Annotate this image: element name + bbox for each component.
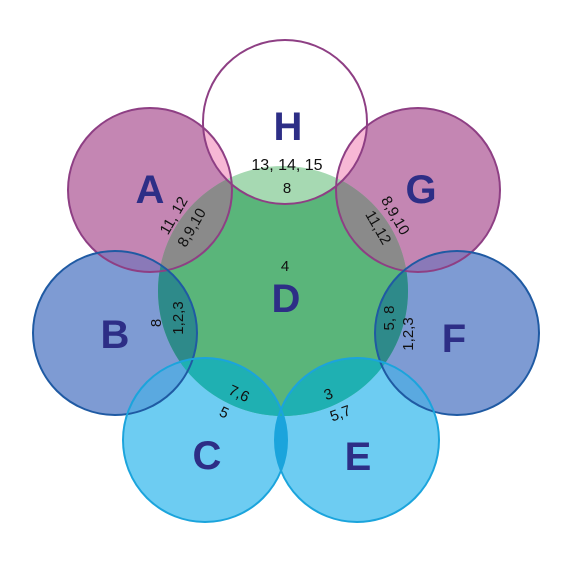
label-c: C [193, 434, 222, 478]
circle-h-fill [203, 40, 367, 204]
overlap-a-d [158, 166, 232, 272]
label-e-outer: 5,7 [328, 402, 353, 425]
label-f-inner: 5, 8 [381, 305, 398, 330]
circle-h-outline [202, 39, 368, 205]
label-h: H [274, 105, 303, 149]
label-h-d: 8 [283, 180, 291, 197]
overlap-g-d [336, 166, 408, 272]
circle-c-outline [122, 357, 288, 523]
label-b-outer: 8 [148, 319, 165, 327]
circle-g-outline [335, 107, 501, 273]
circle-f-fill [375, 251, 539, 415]
circle-outlines [32, 39, 540, 523]
circle-labels: H A G D B F C E [101, 105, 467, 479]
label-d-center: 4 [281, 258, 289, 275]
label-f: F [442, 317, 466, 361]
circle-e-outline [274, 357, 440, 523]
circle-a-outline [67, 107, 233, 273]
circle-b-outline [32, 250, 198, 416]
label-g: G [405, 168, 436, 212]
label-e: E [345, 435, 372, 479]
circle-fills [33, 40, 539, 522]
label-f-outer: 1,2,3 [400, 317, 417, 350]
label-d: D [272, 277, 301, 321]
label-b: B [101, 313, 130, 357]
label-b-inner: 1,2,3 [170, 301, 187, 334]
circle-f-outline [374, 250, 540, 416]
label-h-top: 13, 14, 15 [251, 157, 322, 174]
label-a: A [136, 168, 165, 212]
